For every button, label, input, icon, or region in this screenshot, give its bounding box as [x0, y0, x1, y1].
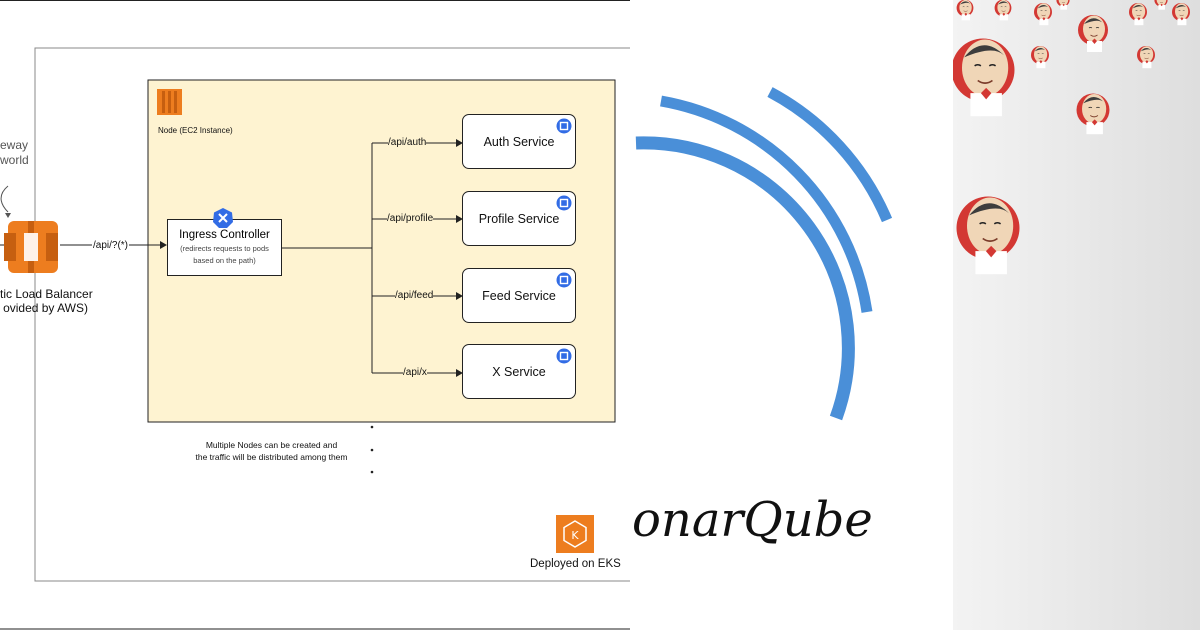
sonarqube-wordmark: onarQube	[632, 492, 873, 548]
jenkins-icon-pattern	[953, 0, 1191, 276]
load-balancer-label-line2: ovided by AWS)	[3, 301, 88, 315]
auth-service-box: Auth Service	[462, 114, 576, 169]
x-service-label: X Service	[492, 364, 546, 379]
feed-service-label: Feed Service	[482, 288, 556, 303]
gateway-text-line1: eway	[0, 138, 29, 152]
feed-service-box: Feed Service	[462, 268, 576, 323]
route-label-profile: /api/profile	[387, 213, 434, 224]
pod-icon	[556, 195, 572, 211]
multi-node-note-line1: Multiple Nodes can be created and	[205, 440, 338, 450]
eks-cluster-boundary	[34, 47, 630, 582]
node-label: Node (EC2 Instance)	[158, 126, 233, 135]
profile-service-label: Profile Service	[478, 211, 560, 226]
ingress-title: Ingress Controller	[179, 229, 270, 241]
gateway-text-line2: world	[0, 153, 29, 167]
gateway-text: eway world	[0, 138, 29, 168]
ingress-subtitle-line1: (redirects requests to pods	[180, 244, 269, 253]
ec2-instance-icon	[156, 87, 183, 117]
svg-text:K: K	[571, 529, 579, 542]
multi-node-note: Multiple Nodes can be created and the tr…	[180, 439, 363, 463]
multi-node-note-line2: the traffic will be distributed among th…	[195, 452, 348, 462]
eks-icon: K	[556, 515, 594, 553]
lb-route-label: /api/?(*)	[92, 240, 130, 251]
ingress-icon	[212, 207, 234, 229]
route-label-feed: /api/feed	[395, 290, 434, 301]
profile-service-box: Profile Service	[462, 191, 576, 246]
route-label-auth: /api/auth	[388, 137, 427, 148]
ingress-controller-box: Ingress Controller (redirects requests t…	[167, 219, 282, 276]
sonarqube-logo: onarQube	[630, 0, 953, 630]
jenkins-panel	[953, 0, 1200, 630]
pod-icon	[556, 272, 572, 288]
x-service-box: X Service	[462, 344, 576, 399]
load-balancer-label-line1: tic Load Balancer	[0, 287, 93, 301]
load-balancer-icon	[4, 215, 60, 279]
pod-icon	[556, 118, 572, 134]
eks-label: Deployed on EKS	[530, 558, 621, 570]
auth-service-label: Auth Service	[483, 134, 555, 149]
ingress-subtitle-line2: based on the path)	[193, 256, 256, 265]
sonarqube-waves-icon	[635, 87, 893, 421]
architecture-diagram: eway world tic Load Balancer ovided by A…	[0, 0, 630, 630]
route-label-x: /api/x	[403, 367, 427, 378]
load-balancer-label: tic Load Balancer ovided by AWS)	[0, 287, 93, 315]
pod-icon	[556, 348, 572, 364]
